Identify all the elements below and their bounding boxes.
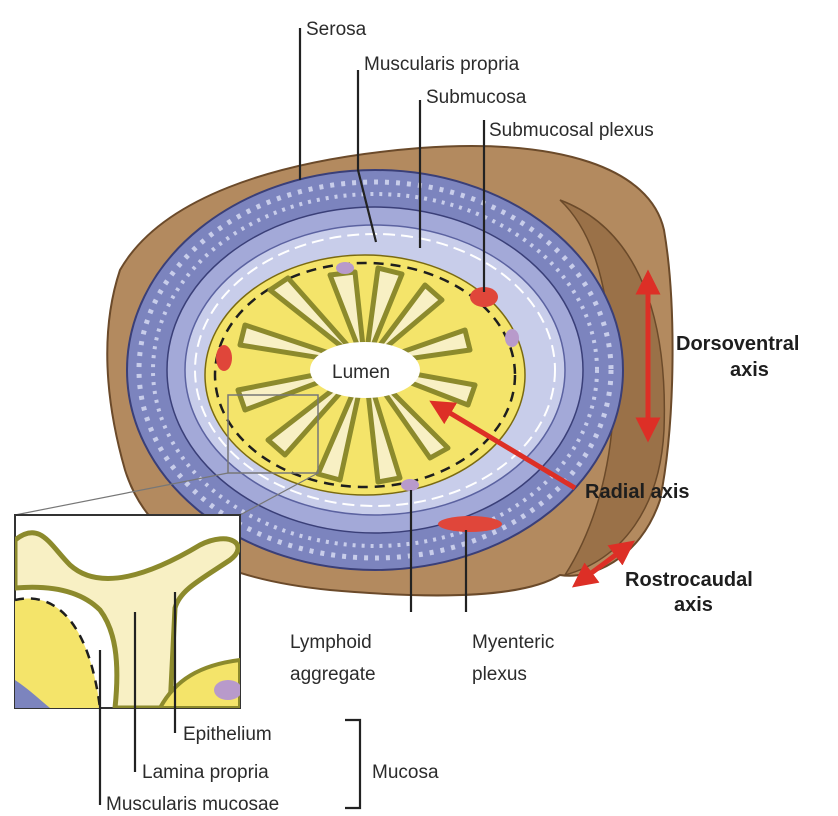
radial-axis-label: Radial axis xyxy=(585,481,690,503)
myenteric-label-line1: Myenteric xyxy=(472,632,554,653)
lamina-propria-label: Lamina propria xyxy=(142,762,269,783)
dorsoventral-label-line2: axis xyxy=(730,359,769,381)
rostrocaudal-label-line1: Rostrocaudal xyxy=(625,569,753,591)
lumen-label: Lumen xyxy=(332,362,390,383)
magnified-inset xyxy=(15,515,242,708)
submucosa-label: Submucosa xyxy=(426,87,527,108)
myenteric-label-line2: plexus xyxy=(472,664,527,685)
lymphoid-aggregate-node xyxy=(401,479,419,491)
submucosal-plexus-label: Submucosal plexus xyxy=(489,120,654,141)
lymphoid-label-line2: aggregate xyxy=(290,664,376,685)
myenteric-plexus-node xyxy=(438,516,502,532)
submucosal-plexus-node-left xyxy=(216,345,232,371)
dorsoventral-label-line1: Dorsoventral xyxy=(676,333,799,355)
epithelium-label: Epithelium xyxy=(183,724,272,745)
lymphoid-aggregate-node-top xyxy=(336,262,354,274)
lymphoid-label-line1: Lymphoid xyxy=(290,632,372,653)
muscularis-propria-label: Muscularis propria xyxy=(364,54,520,75)
muscularis-mucosae-label: Muscularis mucosae xyxy=(106,794,279,815)
rostrocaudal-label-line2: axis xyxy=(674,594,713,616)
serosa-label: Serosa xyxy=(306,19,367,40)
lymphoid-aggregate-node-right xyxy=(505,329,519,347)
mucosa-label: Mucosa xyxy=(372,762,439,783)
